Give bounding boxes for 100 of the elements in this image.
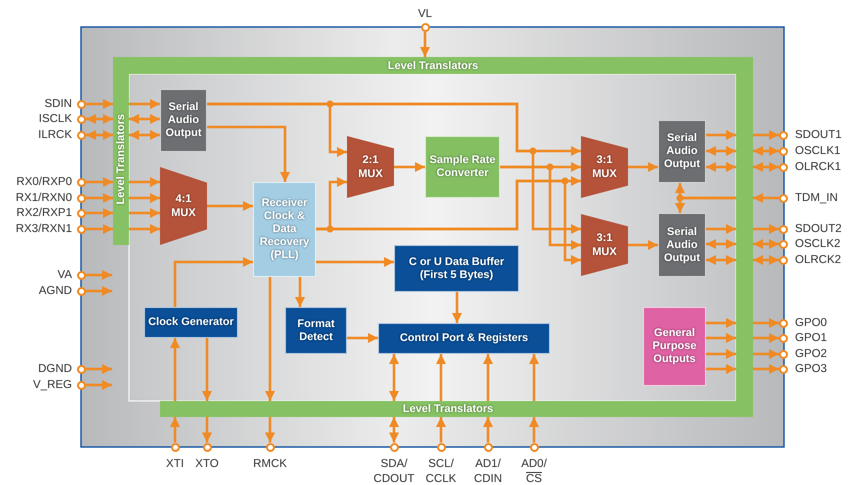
pin-label: ILRCK	[38, 129, 72, 141]
pin-label: RMCK	[253, 456, 287, 472]
connector-arrow	[389, 354, 399, 401]
pin-label: RX3/RXN1	[16, 223, 72, 235]
pin-label: RX0/RXP0	[16, 176, 72, 188]
pin-label: OSCLK2	[795, 238, 840, 250]
function-block: Control Port & Registers	[378, 323, 550, 354]
connector-arrow	[129, 224, 160, 234]
multiplexer-trapezoid: 2:1 MUX	[347, 136, 394, 198]
pin-label: ISCLK	[38, 113, 72, 125]
connector-arrow	[129, 114, 160, 124]
multiplexer-trapezoid: 4:1 MUX	[160, 167, 207, 245]
connector-arrow	[753, 239, 779, 249]
pin-label: AD0/ CS	[521, 456, 547, 485]
connector-arrow	[86, 364, 112, 374]
connector-arrow	[500, 166, 581, 250]
connector-arrow	[483, 417, 493, 442]
connector-arrow	[753, 333, 779, 343]
pin-label: XTO	[195, 456, 219, 472]
connector-arrow	[86, 286, 112, 296]
pin-label: SDOUT2	[795, 223, 842, 235]
connector-arrow	[706, 333, 736, 343]
pin-label: VL	[418, 8, 432, 20]
connector-arrow	[86, 270, 112, 280]
connector-arrow	[129, 208, 160, 218]
connector-arrow	[628, 162, 658, 172]
connector-arrow	[170, 417, 180, 442]
connector-arrow	[706, 255, 736, 265]
connector-arrow	[706, 162, 736, 172]
pin-label: VA	[58, 269, 72, 281]
connector-arrow	[753, 193, 779, 203]
connector-arrow	[129, 193, 160, 203]
level-translator-band: Level Translators	[113, 57, 753, 74]
connector-arrow	[316, 180, 581, 265]
connector-arrow	[202, 417, 212, 442]
connector-arrow	[295, 277, 305, 307]
connector-arrow	[86, 130, 113, 140]
connector-arrow	[86, 114, 113, 124]
pin-label: SCL/ CCLK	[426, 456, 456, 485]
pin-label: TDM_IN	[795, 192, 838, 204]
connector-arrow	[753, 130, 779, 140]
connector-arrow	[207, 201, 253, 211]
level-translator-band: Level Translators	[160, 401, 736, 417]
connector-arrow	[420, 32, 430, 57]
function-block: Receiver Clock & Data Recovery (PLL)	[253, 182, 316, 277]
connector-arrow	[452, 292, 462, 323]
pin-label: AD1/ CDIN	[474, 456, 502, 485]
connector-arrow	[706, 130, 736, 140]
pin-label: SDIN	[44, 98, 72, 110]
connector-arrow	[265, 277, 275, 401]
pin-label: GPO2	[795, 348, 827, 360]
connector-arrow	[436, 354, 446, 401]
connector-arrow	[129, 99, 160, 109]
pin-label: DGND	[38, 363, 72, 375]
connector-arrow	[129, 130, 160, 140]
connector-arrow	[207, 126, 290, 182]
connector-arrow	[86, 208, 113, 218]
function-block: C or U Data Buffer (First 5 Bytes)	[394, 245, 519, 292]
connector-arrow	[628, 240, 658, 250]
connector-arrow	[753, 364, 779, 374]
connector-arrow	[207, 102, 581, 234]
connector-arrow	[753, 255, 779, 265]
connector-arrow	[753, 146, 779, 156]
function-block: General Purpose Outputs	[643, 307, 706, 386]
function-block: Format Detect	[285, 307, 347, 354]
connector-arrow	[706, 318, 736, 328]
connector-arrow	[706, 239, 736, 249]
connector-arrow	[675, 196, 736, 213]
pin-label: V_REG	[33, 379, 72, 391]
function-block: Serial Audio Output	[658, 213, 706, 277]
connector-arrow	[706, 364, 736, 374]
pin-label: GPO3	[795, 363, 827, 375]
connector-arrow	[753, 349, 779, 359]
pin-label: AGND	[38, 285, 72, 297]
connector-arrow	[265, 417, 275, 442]
connector-arrow	[86, 99, 113, 109]
function-block: Serial Audio Output	[160, 89, 207, 152]
function-block: Clock Generator	[144, 307, 238, 338]
connector-arrow	[316, 257, 394, 267]
connector-arrow	[706, 146, 736, 156]
pin-label: XTI	[166, 456, 184, 472]
function-block: Serial Audio Output	[658, 120, 706, 183]
connector-arrow	[483, 354, 493, 401]
pin-label: OSCLK1	[795, 145, 840, 157]
connector-arrow	[202, 338, 212, 401]
connector-arrow	[529, 417, 539, 442]
connector-arrow	[753, 318, 779, 328]
pin-label: GPO0	[795, 317, 827, 329]
connector-arrow	[529, 354, 539, 401]
connector-arrow	[170, 338, 180, 401]
connector-arrow	[394, 162, 425, 172]
connector-arrow	[753, 224, 779, 234]
pin-label: RX2/RXP1	[16, 207, 72, 219]
pin-label: SDA/ CDOUT	[374, 456, 414, 485]
connector-arrow	[86, 380, 112, 390]
level-translator-band	[736, 74, 753, 417]
connector-arrow	[86, 224, 113, 234]
connector-arrow	[347, 333, 378, 343]
connector-arrow	[86, 177, 113, 187]
pin-label: OLRCK2	[795, 254, 842, 266]
